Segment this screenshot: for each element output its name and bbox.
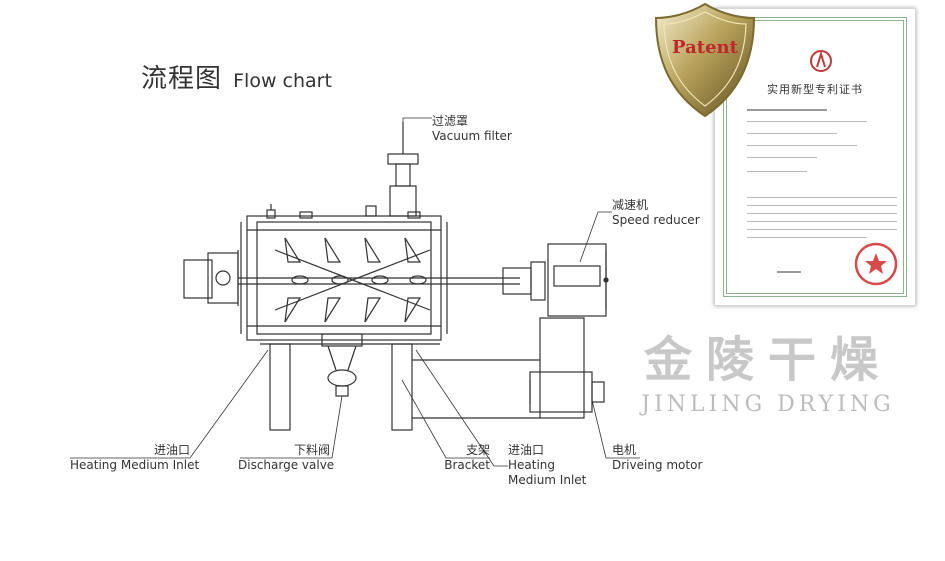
patent-badge: Patent (654, 2, 756, 118)
label-drive-motor: 电机 Driveing motor (612, 443, 702, 473)
certificate-title: 实用新型专利证书 (767, 83, 863, 96)
vacuum-filter-column (387, 122, 419, 217)
speed-reducer (502, 243, 609, 317)
page-title: 流程图 Flow chart (141, 58, 332, 95)
brand-watermark: 金陵干燥 JINLING DRYING (640, 320, 896, 417)
label-discharge-valve-en: Discharge valve (238, 458, 335, 472)
title-english: Flow chart (233, 70, 332, 92)
label-vacuum-filter: 过滤罩 Vacuum filter (432, 114, 512, 144)
brand-name-en: JINLING DRYING (641, 392, 895, 417)
plough-paddles (274, 237, 431, 323)
title-chinese: 流程图 (141, 64, 223, 94)
label-heating-inlet-right-en1: Heating (508, 458, 556, 472)
label-heating-inlet-right-en2: Medium Inlet (508, 473, 587, 487)
label-discharge-valve: 下料阀 Discharge valve (238, 443, 335, 473)
label-heating-inlet-right: 进油口 Heating Medium Inlet (508, 443, 586, 488)
top-nozzles (266, 204, 421, 219)
support-legs (260, 317, 585, 431)
label-speed-reducer-en: Speed reducer (612, 213, 700, 227)
label-bracket-en: Bracket (444, 458, 490, 472)
label-heating-inlet-left-en: Heating Medium Inlet (70, 458, 200, 472)
drive-motor-drawing (529, 371, 605, 413)
brand-name-zh: 金陵干燥 (643, 332, 892, 388)
label-discharge-valve-zh: 下料阀 (293, 443, 330, 457)
label-bracket: 支架 Bracket (444, 443, 490, 473)
official-seal-icon (854, 242, 898, 286)
left-bearing-housing (183, 250, 239, 306)
label-heating-inlet-left-zh: 进油口 (153, 443, 190, 457)
label-speed-reducer: 减速机 Speed reducer (612, 198, 700, 228)
label-heating-inlet-right-zh: 进油口 (508, 443, 545, 457)
label-heating-inlet-left: 进油口 Heating Medium Inlet (70, 443, 200, 473)
label-vacuum-filter-zh: 过滤罩 (432, 114, 469, 128)
certificate-border: 实用新型专利证书 (723, 17, 907, 297)
discharge-valve-drawing (321, 333, 363, 397)
cipo-logo-icon (810, 50, 832, 72)
dryer-drum (238, 215, 520, 341)
leader-lines (70, 117, 640, 467)
patent-badge-text: Patent (672, 37, 739, 58)
label-vacuum-filter-en: Vacuum filter (432, 129, 512, 143)
label-bracket-zh: 支架 (465, 443, 490, 457)
label-speed-reducer-zh: 减速机 (612, 198, 649, 212)
label-drive-motor-en: Driveing motor (612, 458, 703, 472)
label-drive-motor-zh: 电机 (612, 443, 637, 457)
